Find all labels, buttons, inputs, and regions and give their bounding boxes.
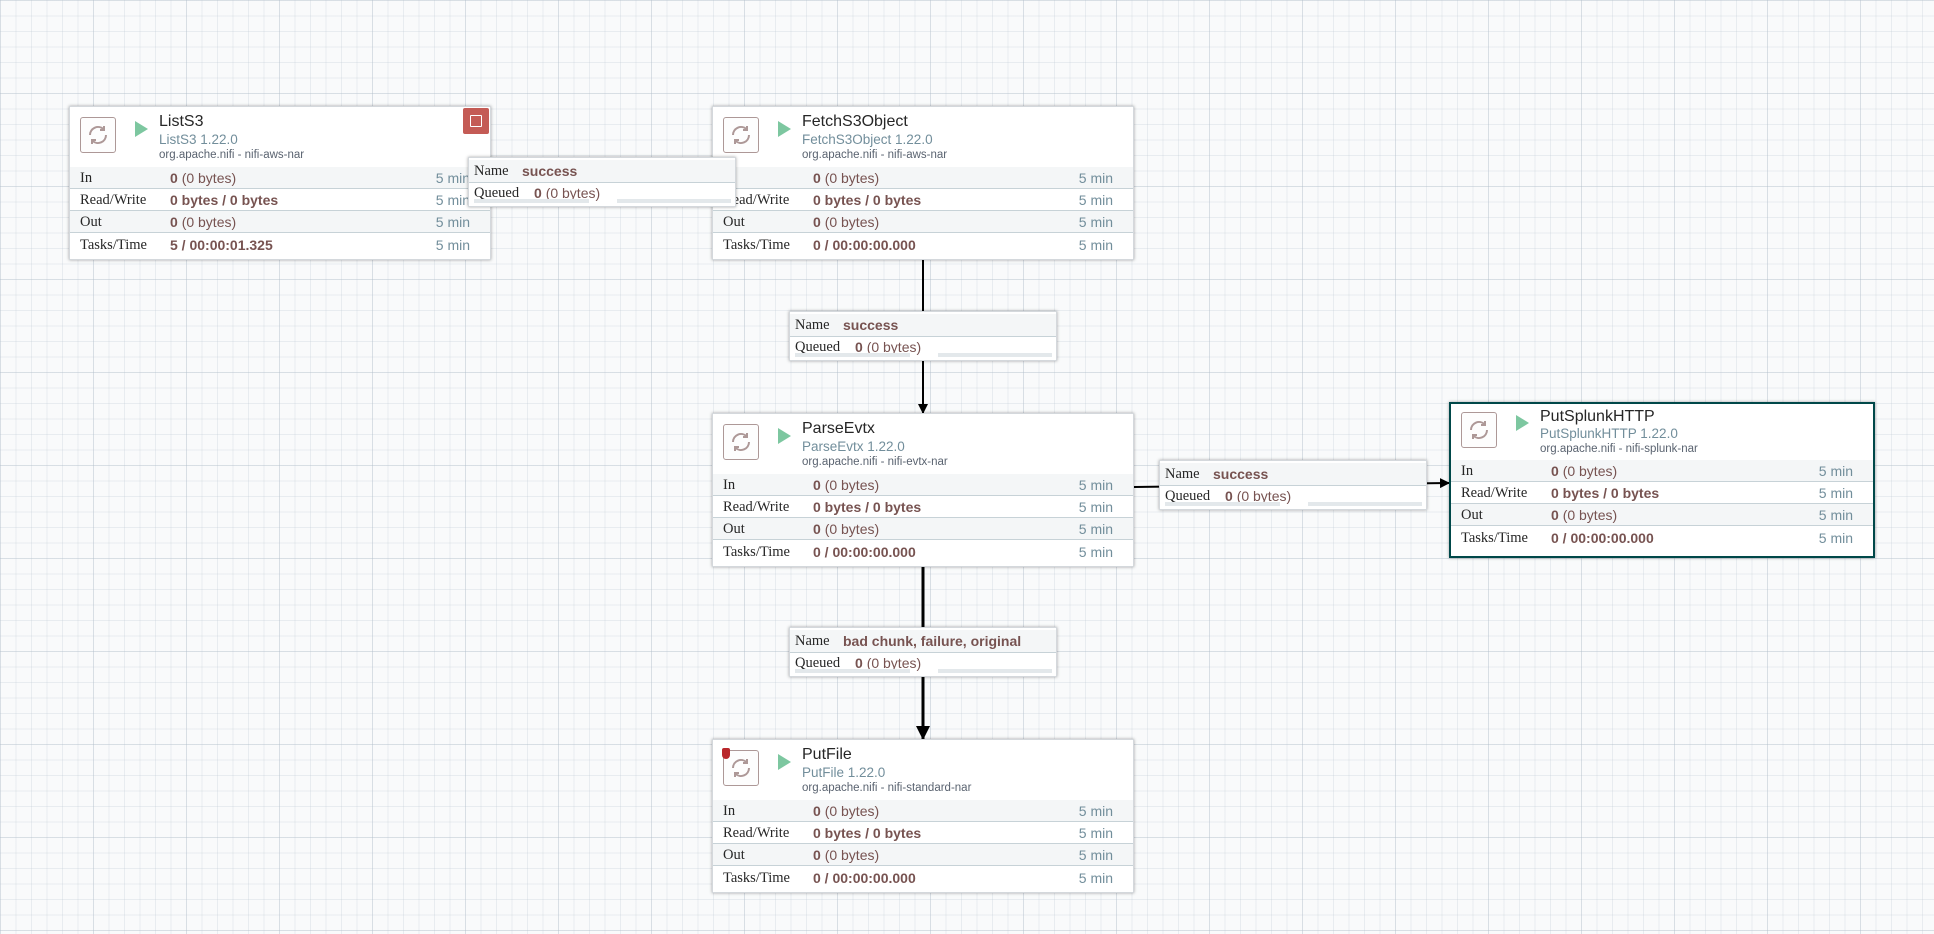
queue-count-bar	[474, 199, 589, 203]
processor-name: FetchS3Object	[802, 113, 908, 130]
bulletin-icon[interactable]	[463, 108, 489, 134]
queue-size-bar	[938, 353, 1052, 357]
queue-size-bar	[938, 669, 1052, 673]
connection-name: success	[843, 317, 899, 333]
processor-type: ListS3 1.22.0	[159, 132, 238, 147]
processor-name: PutFile	[802, 746, 852, 763]
processor-icon	[723, 117, 759, 153]
processor-type: PutFile 1.22.0	[802, 765, 886, 780]
running-state-icon	[778, 428, 791, 444]
processor-fetchs3object[interactable]: FetchS3Object FetchS3Object 1.22.0 org.a…	[712, 106, 1134, 260]
connection-name: success	[522, 163, 578, 179]
processor-icon	[723, 424, 759, 460]
processor-bundle: org.apache.nifi - nifi-evtx-nar	[802, 456, 948, 468]
running-state-icon	[1516, 415, 1529, 431]
processor-name: PutSplunkHTTP	[1540, 408, 1655, 425]
running-state-icon	[135, 121, 148, 137]
processor-icon	[80, 117, 116, 153]
processor-putsplunkhttp[interactable]: PutSplunkHTTP PutSplunkHTTP 1.22.0 org.a…	[1449, 402, 1875, 558]
processor-type: ParseEvtx 1.22.0	[802, 439, 905, 454]
processor-icon	[1461, 412, 1497, 448]
restricted-icon	[722, 748, 730, 759]
processor-bundle: org.apache.nifi - nifi-aws-nar	[159, 149, 305, 161]
processor-type: FetchS3Object 1.22.0	[802, 132, 933, 147]
running-state-icon	[778, 754, 791, 770]
connection-name: success	[1213, 466, 1269, 482]
processor-bundle: org.apache.nifi - nifi-standard-nar	[802, 782, 972, 794]
processor-type: PutSplunkHTTP 1.22.0	[1540, 426, 1678, 441]
queue-count-bar	[795, 669, 910, 673]
running-state-icon	[778, 121, 791, 137]
processor-bundle: org.apache.nifi - nifi-aws-nar	[802, 149, 948, 161]
queue-count-bar	[795, 353, 910, 357]
processor-parseevtx[interactable]: ParseEvtx ParseEvtx 1.22.0 org.apache.ni…	[712, 413, 1134, 567]
stat-row-in: In0 (0 bytes)5 min	[713, 167, 1133, 189]
queue-size-bar	[1308, 502, 1422, 506]
queue-size-bar	[617, 199, 731, 203]
connection-name: bad chunk, failure, original	[843, 633, 1022, 649]
processor-lists3[interactable]: ListS3 ListS3 1.22.0 org.apache.nifi - n…	[69, 106, 491, 260]
processor-name: ParseEvtx	[802, 420, 875, 437]
processor-putfile[interactable]: PutFile PutFile 1.22.0 org.apache.nifi -…	[712, 739, 1134, 893]
queue-count-bar	[1165, 502, 1280, 506]
processor-bundle: org.apache.nifi - nifi-splunk-nar	[1540, 443, 1698, 455]
processor-name: ListS3	[159, 113, 204, 130]
